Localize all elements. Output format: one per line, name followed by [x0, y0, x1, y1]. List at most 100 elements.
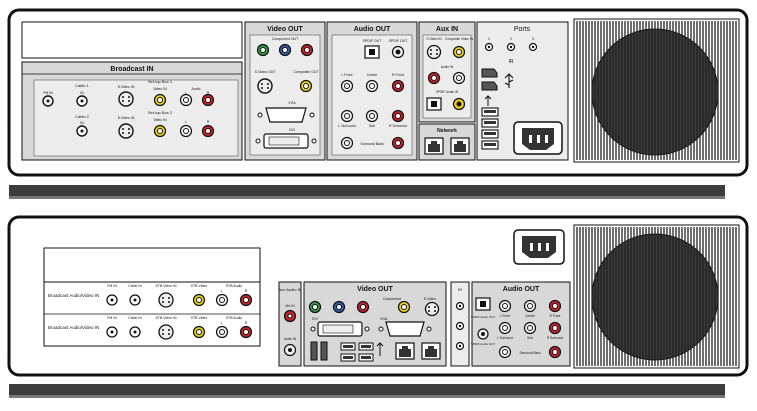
composite-out-label: Composite OUT: [293, 70, 319, 74]
usb-port-3: [481, 129, 499, 139]
fm-in-label: FM IN: [43, 91, 53, 95]
b-stb-svideo-label-1: STB Video: [191, 284, 208, 288]
b-stb-audio-r-jack-1: [239, 293, 253, 307]
surround-back-jack-l: [340, 136, 354, 150]
b-usb-port-2: [340, 353, 356, 362]
broadcast-row1-label: Broadcast Audio/Video IN: [48, 293, 99, 298]
rsurround-jack: [391, 109, 405, 123]
b-stb-video-jack-1: [192, 293, 206, 307]
b-svideo-jack: [424, 301, 440, 317]
b-lsurround-jack: [498, 321, 512, 335]
b-vga-label: VGA: [380, 317, 388, 321]
top-aux-in-panel: Aux IN S-Video IN Composite Video IN Aud…: [418, 21, 476, 123]
ir-jack-3: [528, 42, 538, 52]
b-firewire-port-1: [310, 341, 318, 361]
b-dvi-port: [310, 321, 370, 337]
b-audio-out-title: Audio OUT: [503, 286, 540, 293]
component-pb-jack: [278, 43, 292, 57]
r-label-1: R: [207, 91, 210, 95]
b-stb-audio-r-jack-2: [239, 325, 253, 339]
svideo-in-label-1: S-Video IN: [118, 85, 135, 89]
component-y-jack: [256, 43, 270, 57]
b-rsurround-label: R Surround: [547, 336, 564, 340]
b-sub-label: Sub: [527, 336, 533, 340]
b-lfront-jack: [498, 299, 512, 313]
aux-spdif-label: SPDIF Audio IN: [436, 90, 459, 94]
b-composite-jack: [397, 300, 411, 314]
aux-svideo-jack: [426, 44, 442, 60]
b-spdif-label-1: SPDIF Audio OUT: [471, 315, 496, 319]
stb2-video-jack: [153, 124, 167, 138]
vga-label: VGA: [288, 101, 296, 105]
audio-out-title: Audio OUT: [354, 26, 391, 33]
cable1-jack: [76, 95, 88, 107]
usb-icon-2: [484, 95, 492, 106]
b-svideo-label: S-Video: [424, 297, 436, 301]
rfront-jack: [391, 79, 405, 93]
top-foot-shadow: [9, 196, 725, 199]
b-cable-jack-1: [129, 294, 141, 306]
mic-in-jack: [283, 309, 297, 323]
power-inlet: [513, 121, 563, 155]
aux-composite-jack: [452, 45, 466, 59]
top-fan-grille: [573, 18, 740, 163]
b-r-label-1: R: [245, 289, 248, 293]
stb1-audio-l-jack: [179, 93, 193, 107]
b-fm-label-1: FM IN: [107, 284, 117, 288]
b-component-pr-jack: [356, 300, 370, 314]
firewire-port-2: [481, 81, 498, 91]
b-stb-audio-label-2: STB Audio: [226, 316, 243, 320]
b-stb-svideo-jack-1: [158, 292, 174, 308]
b-cable-label-2: Cable IN: [128, 316, 142, 320]
b-ir-jack-3: [455, 341, 465, 351]
cable2-jack: [76, 125, 88, 137]
aux-spdif-optical-port: [426, 97, 442, 111]
top-foot: [9, 185, 725, 197]
b-stb-video-label-1: STB Video IN: [155, 284, 177, 288]
b-dvi-label: DVI: [312, 317, 318, 321]
b-fm-jack-1: [106, 294, 118, 306]
aux-audio-in-title: Aux Audio IN: [278, 287, 301, 292]
spdif-coax-jack: [391, 45, 405, 59]
rfront-label: R Front: [392, 73, 404, 77]
dvi-port: [255, 133, 317, 149]
center-label: Center: [367, 73, 378, 77]
ir-num-1: 1: [488, 37, 490, 41]
b-fm-jack-2: [106, 326, 118, 338]
b-rsurround-jack: [548, 321, 562, 335]
bottom-fan-grille: [573, 224, 740, 369]
b-stb-audio-l-jack-1: [215, 293, 229, 307]
component-pr-jack: [300, 43, 314, 57]
usb-icon: [504, 73, 514, 88]
b-ethernet-port-2: [421, 342, 441, 360]
b-center-label: Center: [525, 314, 536, 318]
ir-jack-1: [484, 42, 494, 52]
b-stb-video-jack-2: [192, 325, 206, 339]
top-audio-out-panel: Audio OUT SPDIF OUT SPDIF OUT L Front Ce…: [326, 21, 418, 161]
bottom-foot-shadow: [9, 395, 725, 398]
usb-port-1: [481, 107, 499, 117]
b-center-jack: [523, 299, 537, 313]
fm-in-jack: [42, 95, 54, 107]
b-spdif-optical-port: [475, 297, 491, 311]
b-surround-back-jack-r: [548, 345, 562, 359]
network-title: Network: [437, 128, 457, 134]
aux-audio-jack-label: Audio IN: [284, 337, 297, 341]
b-usb-icon: [376, 342, 384, 356]
broadcast-row2-label: Broadcast Audio/Video IN: [48, 325, 99, 330]
in-label-1: IN: [80, 91, 84, 95]
top-video-out-panel: Video OUT Component OUT S-Video OUT Comp…: [244, 21, 326, 161]
ir-label: IR: [509, 59, 514, 65]
b-l-label-2: L: [221, 321, 223, 325]
b-rfront-jack: [548, 299, 562, 313]
audio-label-1: Audio: [192, 87, 201, 91]
b-ir-jack-2: [455, 321, 465, 331]
bottom-broadcast-panel: Broadcast Audio/Video IN Broadcast Audio…: [43, 247, 261, 347]
spdif-optical-port: [364, 45, 380, 59]
composite-out-jack: [299, 79, 313, 93]
b-stb-audio-label-1: STB Audio: [226, 284, 243, 288]
usb-port-4: [481, 140, 499, 150]
svideo-out-jack: [257, 78, 273, 94]
stb1-svideo-jack: [118, 91, 134, 107]
spdif-out-label-2: SPDIF OUT: [389, 39, 409, 43]
